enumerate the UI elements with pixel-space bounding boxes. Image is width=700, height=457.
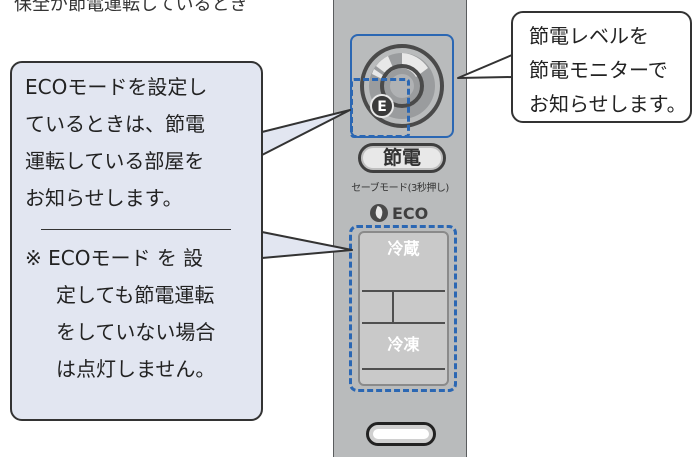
power-saving-button[interactable]: 節電 (358, 143, 446, 173)
callout-text-line: 節電レベルを (529, 24, 649, 48)
room-divider (362, 322, 445, 324)
room-divider (362, 368, 445, 370)
room-label-freezer: 冷凍 (387, 335, 420, 354)
monitor-callout: 節電レベルを 節電モニターで お知らせします。 (511, 11, 692, 123)
room-indicator-highlight (349, 225, 457, 392)
eco-mode-callout: ECOモードを設定し ているときは、節電 運転している部屋を お知らせします。 … (10, 61, 263, 421)
save-mode-label: セーブモード(3秒押し) (351, 183, 449, 194)
leaf-icon (370, 204, 388, 222)
note-line: ※ ECOモード を 設 (25, 246, 204, 270)
callout-text-line: 運転している部屋を (25, 149, 205, 173)
panel-slot-button[interactable] (366, 422, 436, 446)
note-line: をしていない場合 (56, 320, 216, 344)
callout-text-line: ているときは、節電 (25, 112, 205, 136)
callout-text-line: ECOモードを設定し (25, 75, 208, 99)
callout-text-line: お知らせします。 (529, 92, 687, 116)
top-caption: 保全が節電運転しているとき (14, 0, 248, 15)
room-divider (362, 290, 445, 292)
room-divider (392, 290, 394, 324)
eco-indicator-highlight (350, 78, 410, 138)
note-line: は点灯しません。 (56, 357, 216, 381)
note-line: 定しても節電運転 (56, 283, 215, 307)
callout-text-line: 節電モニターで (529, 58, 668, 82)
callout-divider (41, 229, 231, 230)
eco-mark-label: ECO (392, 203, 429, 223)
callout-text-line: お知らせします。 (25, 186, 183, 210)
room-indicator-panel (358, 231, 449, 386)
room-label-fridge: 冷蔵 (387, 239, 420, 258)
eco-mark: ECO (370, 203, 428, 223)
eco-indicator-letter: E (377, 99, 387, 115)
